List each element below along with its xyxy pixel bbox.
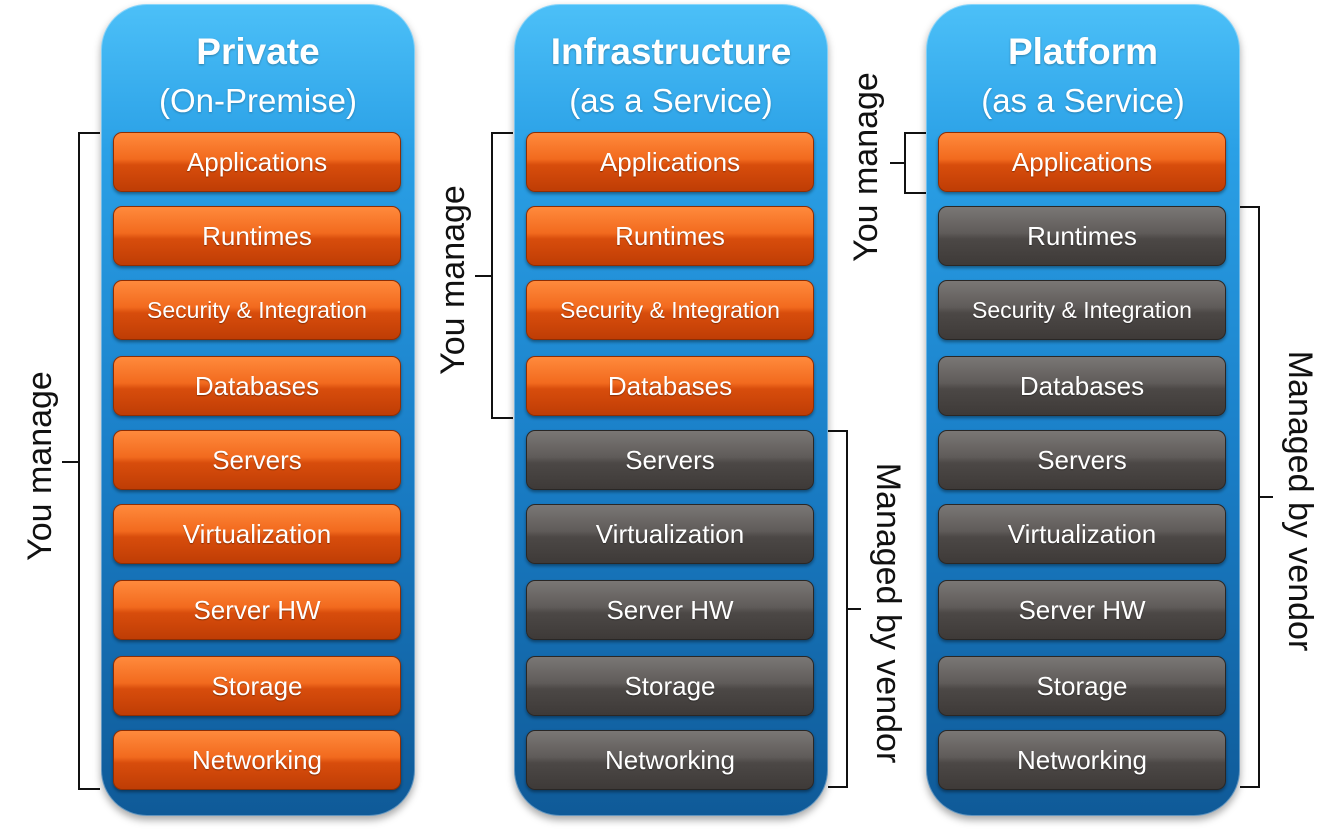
layer-storage: Storage bbox=[938, 656, 1226, 716]
layer-storage: Storage bbox=[113, 656, 401, 716]
layer-server-hw: Server HW bbox=[938, 580, 1226, 640]
layer-networking: Networking bbox=[938, 730, 1226, 790]
column-subtitle: (as a Service) bbox=[569, 82, 773, 119]
bracket-tick bbox=[1259, 496, 1273, 498]
layer-databases: Databases bbox=[113, 356, 401, 416]
layer-security-integration: Security & Integration bbox=[113, 280, 401, 340]
label-paas-managed-by-vendor: Managed by vendor bbox=[1281, 350, 1319, 652]
column-subtitle: (as a Service) bbox=[981, 82, 1185, 119]
label-paas-you-manage: You manage bbox=[847, 72, 885, 262]
layer-servers: Servers bbox=[938, 430, 1226, 490]
column-platform: Platform (as a Service) Applications Run… bbox=[926, 4, 1240, 816]
layer-virtualization: Virtualization bbox=[938, 504, 1226, 564]
column-title: Private bbox=[196, 31, 320, 72]
bracket-iaas-managed-by-vendor bbox=[828, 430, 848, 788]
layer-applications: Applications bbox=[526, 132, 814, 192]
layer-databases: Databases bbox=[526, 356, 814, 416]
bracket-paas-managed-by-vendor bbox=[1240, 206, 1260, 788]
layer-servers: Servers bbox=[113, 430, 401, 490]
layer-runtimes: Runtimes bbox=[938, 206, 1226, 266]
column-infrastructure: Infrastructure (as a Service) Applicatio… bbox=[514, 4, 828, 816]
layer-security-integration: Security & Integration bbox=[526, 280, 814, 340]
layer-virtualization: Virtualization bbox=[113, 504, 401, 564]
layer-servers: Servers bbox=[526, 430, 814, 490]
layer-networking: Networking bbox=[526, 730, 814, 790]
label-iaas-managed-by-vendor: Managed by vendor bbox=[869, 462, 907, 764]
layer-applications: Applications bbox=[938, 132, 1226, 192]
column-subtitle: (On-Premise) bbox=[158, 82, 358, 119]
layer-server-hw: Server HW bbox=[526, 580, 814, 640]
layer-server-hw: Server HW bbox=[113, 580, 401, 640]
bracket-tick bbox=[475, 275, 492, 277]
layer-networking: Networking bbox=[113, 730, 401, 790]
layer-virtualization: Virtualization bbox=[526, 504, 814, 564]
layer-databases: Databases bbox=[938, 356, 1226, 416]
column-title: Infrastructure bbox=[550, 31, 792, 72]
bracket-tick bbox=[890, 162, 905, 164]
bracket-tick bbox=[847, 608, 861, 610]
bracket-private-you-manage bbox=[78, 132, 100, 790]
bracket-tick bbox=[62, 461, 79, 463]
label-iaas-you-manage: You manage bbox=[434, 185, 472, 375]
label-private-you-manage: You manage bbox=[21, 371, 59, 561]
bracket-iaas-you-manage bbox=[491, 132, 513, 419]
column-title: Platform bbox=[1007, 31, 1159, 72]
layer-applications: Applications bbox=[113, 132, 401, 192]
layer-security-integration: Security & Integration bbox=[938, 280, 1226, 340]
column-private: Private (On-Premise) Applications Runtim… bbox=[101, 4, 415, 816]
layer-runtimes: Runtimes bbox=[113, 206, 401, 266]
layer-runtimes: Runtimes bbox=[526, 206, 814, 266]
layer-storage: Storage bbox=[526, 656, 814, 716]
bracket-paas-you-manage bbox=[904, 132, 926, 194]
